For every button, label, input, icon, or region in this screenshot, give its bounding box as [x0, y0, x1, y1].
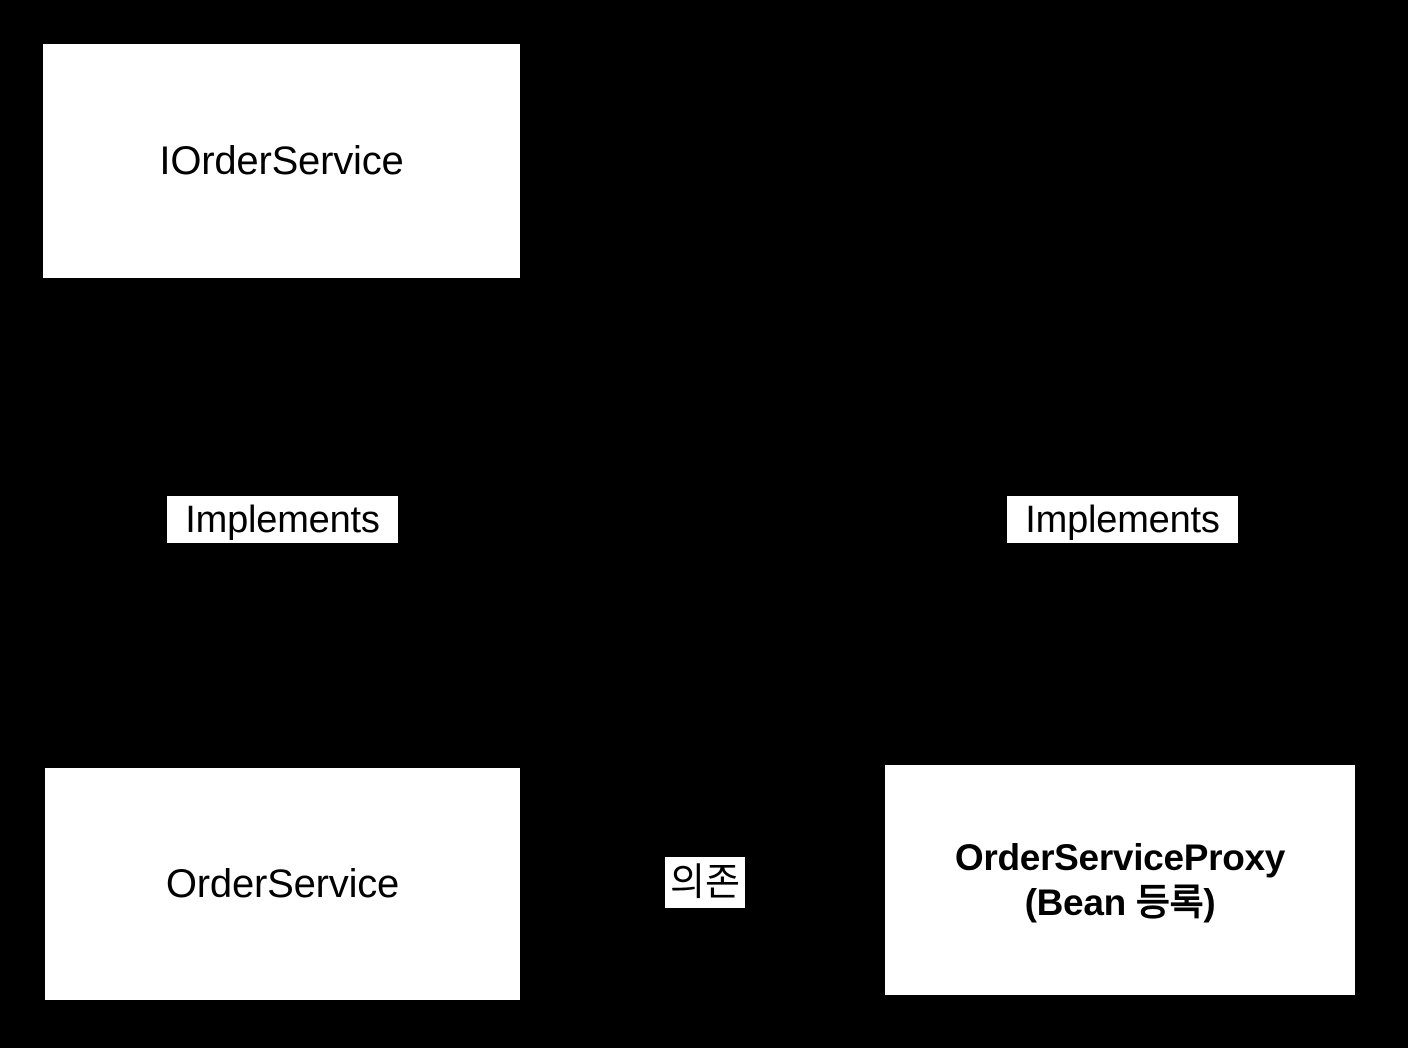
node-iorderservice[interactable]: IOrderService [43, 44, 520, 278]
node-orderservice-label: OrderService [165, 861, 400, 906]
edge-label-depends: 의존 [665, 857, 745, 908]
edge-label-depends-text: 의존 [670, 861, 740, 904]
edge-label-implements-right-text: Implements [1025, 498, 1220, 541]
node-iorderservice-label: IOrderService [159, 138, 404, 183]
edge-label-implements-right: Implements [1007, 496, 1238, 543]
edge-label-implements-left: Implements [167, 496, 398, 543]
node-orderservice[interactable]: OrderService [45, 768, 520, 1000]
connector-proxy-to-iorderservice [281, 278, 1120, 281]
node-orderserviceproxy-label: OrderServiceProxy (Bean 등록) [954, 836, 1286, 923]
node-orderserviceproxy[interactable]: OrderServiceProxy (Bean 등록) [885, 765, 1355, 995]
edge-label-implements-left-text: Implements [185, 498, 380, 541]
